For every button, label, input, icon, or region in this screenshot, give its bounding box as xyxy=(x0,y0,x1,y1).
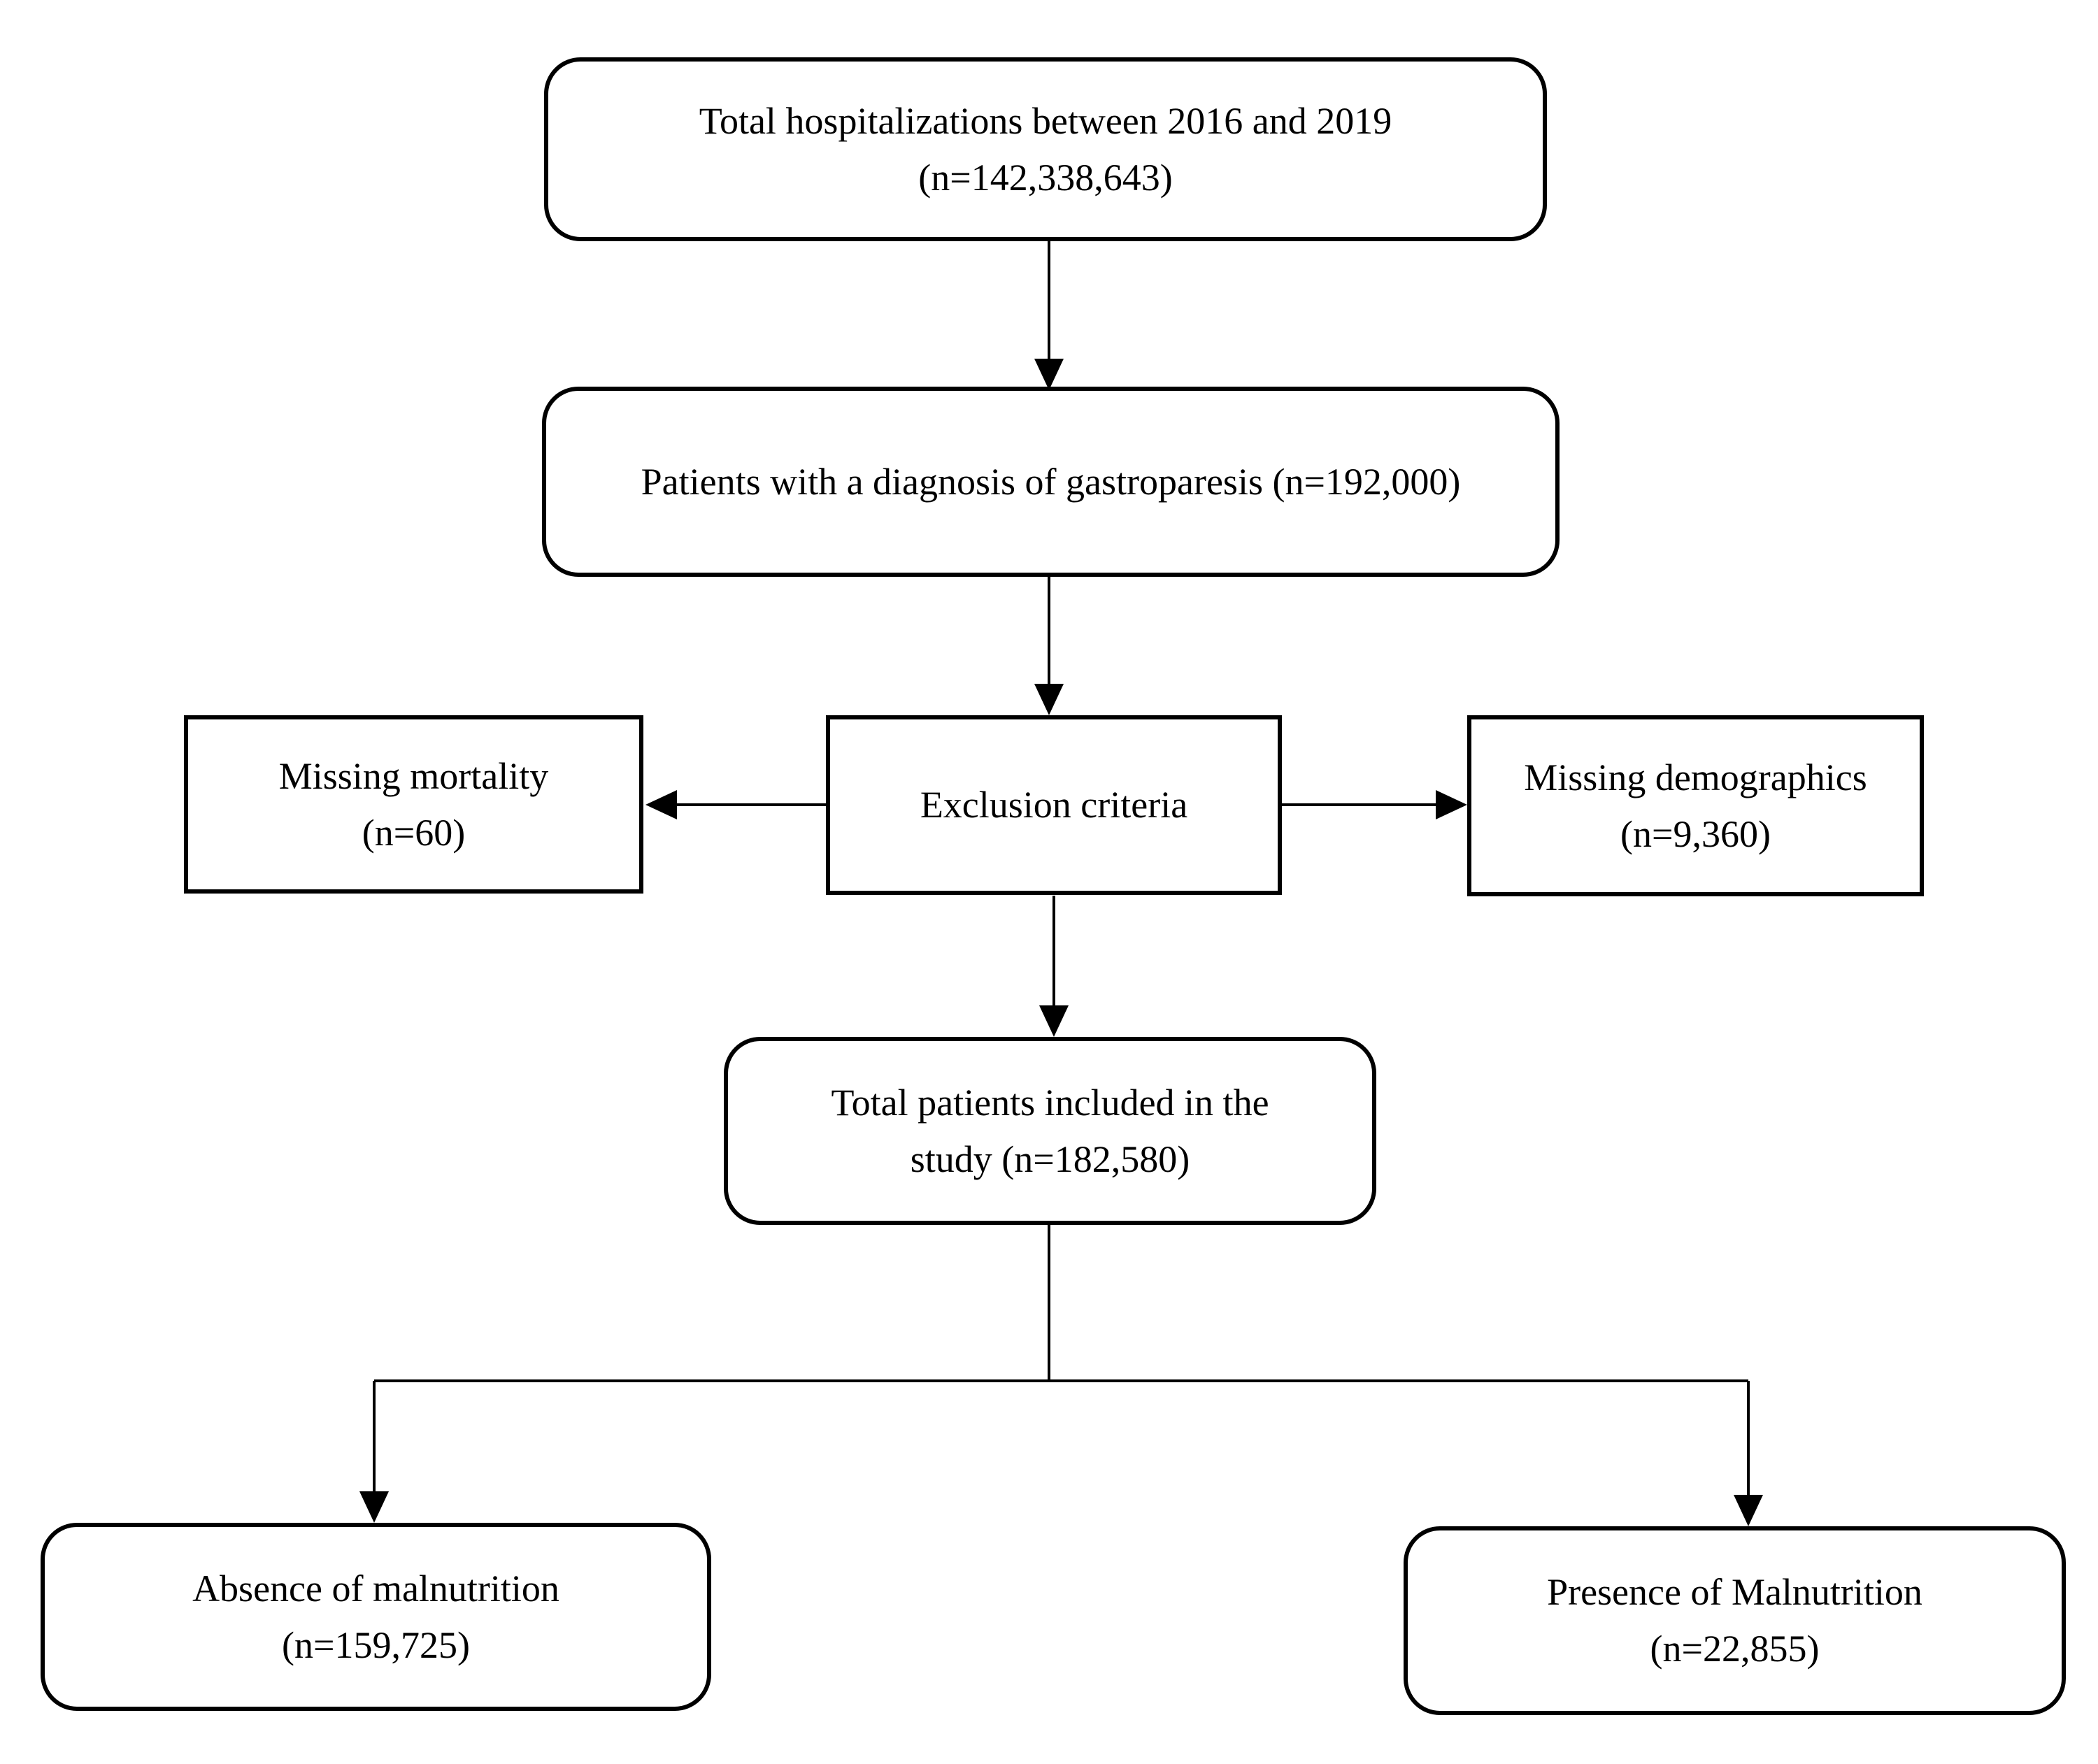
arrow-branch-to-presence xyxy=(1734,1381,1763,1526)
box-text-line: Presence of Malnutrition xyxy=(1547,1571,1922,1613)
box-presence-of-malnutrition: Presence of Malnutrition (n=22,855) xyxy=(1404,1526,2066,1715)
arrow-hospitalizations-to-gastroparesis xyxy=(1034,241,1064,390)
arrow-exclusion-to-missing-demographics xyxy=(1282,790,1467,819)
box-missing-demographics: Missing demographics (n=9,360) xyxy=(1467,715,1924,896)
box-text-line: Total patients included in the xyxy=(831,1081,1269,1124)
arrow-exclusion-to-total-included xyxy=(1039,896,1069,1037)
box-text-line: Total hospitalizations between 2016 and … xyxy=(699,99,1392,142)
box-exclusion-criteria: Exclusion criteria xyxy=(826,715,1282,895)
arrow-exclusion-to-missing-mortality xyxy=(645,790,826,819)
box-text-line: (n=9,360) xyxy=(1620,812,1771,855)
arrow-gastroparesis-to-exclusion xyxy=(1034,577,1064,715)
box-text-line: Exclusion criteria xyxy=(920,784,1188,826)
box-total-hospitalizations: Total hospitalizations between 2016 and … xyxy=(544,57,1547,241)
box-text-line: Missing demographics xyxy=(1524,756,1867,798)
box-text-line: Absence of malnutrition xyxy=(192,1567,559,1609)
box-text-line: Missing mortality xyxy=(278,754,549,797)
box-total-included: Total patients included in the study (n=… xyxy=(724,1037,1376,1225)
box-missing-mortality: Missing mortality (n=60) xyxy=(184,715,643,894)
arrow-branch-to-absence xyxy=(359,1381,389,1523)
box-text-line: study (n=182,580) xyxy=(910,1138,1190,1180)
box-text-line: Patients with a diagnosis of gastropares… xyxy=(641,460,1461,503)
box-text-line: (n=22,855) xyxy=(1650,1628,1820,1670)
box-text-line: (n=159,725) xyxy=(282,1623,470,1666)
box-text-line: (n=142,338,643) xyxy=(918,156,1173,199)
box-absence-of-malnutrition: Absence of malnutrition (n=159,725) xyxy=(41,1523,711,1711)
box-gastroparesis-diagnosis: Patients with a diagnosis of gastropares… xyxy=(542,387,1560,577)
box-text-line: (n=60) xyxy=(362,811,466,854)
